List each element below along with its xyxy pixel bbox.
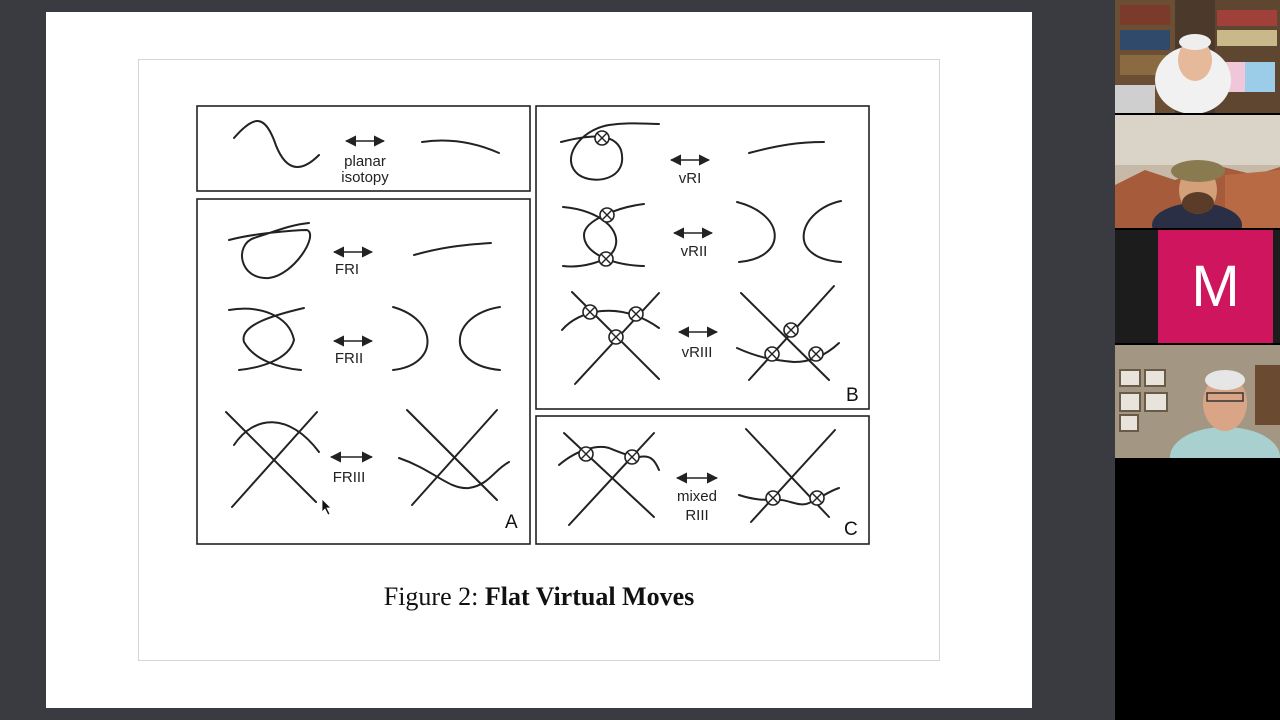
participant-video-tile[interactable] xyxy=(1115,0,1280,113)
vrii-arc-right xyxy=(802,200,842,263)
virtual-crossing-x xyxy=(811,492,823,504)
wiggle-curve xyxy=(233,120,320,168)
mixed-curve xyxy=(558,446,660,471)
frii-curve-2 xyxy=(242,307,305,371)
figure-frame: planar isotopy FRI FRII xyxy=(138,59,940,661)
panel-label-a: A xyxy=(505,512,518,533)
figure-caption: Figure 2: Flat Virtual Moves xyxy=(139,582,939,612)
move-label-planar-1: planar xyxy=(344,153,386,170)
caption-prefix: Figure 2: xyxy=(383,582,479,611)
move-label-vriii: vRIII xyxy=(682,344,713,361)
vri-line xyxy=(748,141,825,154)
frii-curve-1 xyxy=(228,307,296,371)
participant-video-image xyxy=(1115,345,1280,458)
vriii-line-3 xyxy=(740,292,830,381)
vrii-arc-left xyxy=(736,201,776,263)
fri-line xyxy=(413,242,492,256)
virtual-crossing-x xyxy=(766,348,778,360)
move-label-frii: FRII xyxy=(335,350,363,367)
move-label-mixed-2: RIII xyxy=(685,507,708,524)
move-label-vrii: vRII xyxy=(681,243,708,260)
friii-curve-2 xyxy=(398,457,510,490)
move-label-friii: FRIII xyxy=(333,469,366,486)
caption-title: Flat Virtual Moves xyxy=(484,582,695,611)
participant-video-tile[interactable] xyxy=(1115,115,1280,228)
virtual-crossing-x xyxy=(580,448,592,460)
move-label-planar-2: isotopy xyxy=(341,169,389,186)
straight-curve xyxy=(421,139,500,154)
friii-line-4 xyxy=(411,409,498,506)
move-label-fri: FRI xyxy=(335,261,359,278)
virtual-crossing-x xyxy=(785,324,797,336)
participant-initial-avatar: M xyxy=(1158,230,1273,343)
participant-video-image xyxy=(1115,0,1280,113)
friii-line-1 xyxy=(225,411,317,503)
move-label-vri: vRI xyxy=(679,170,702,187)
virtual-crossing-x xyxy=(630,308,642,320)
screen-share-area: planar isotopy FRI FRII xyxy=(0,0,1115,720)
vrii-curve-1 xyxy=(562,206,617,268)
virtual-crossing-x xyxy=(584,306,596,318)
panel-label-b: B xyxy=(846,385,859,406)
panel-b xyxy=(535,105,870,410)
participant-gallery: M xyxy=(1115,0,1280,720)
vriii-curve xyxy=(561,309,660,331)
fri-loop-curve xyxy=(228,222,312,280)
panel-c xyxy=(535,415,870,545)
mixed-line-1 xyxy=(563,432,655,518)
move-label-mixed-1: mixed xyxy=(677,488,717,505)
vri-loop-curve xyxy=(560,122,660,181)
virtual-crossing-x xyxy=(596,132,608,144)
mouse-cursor-icon xyxy=(321,498,332,516)
virtual-crossing-x xyxy=(626,451,638,463)
panel-label-c: C xyxy=(844,519,858,540)
virtual-crossing-x xyxy=(767,492,779,504)
virtual-crossing-x xyxy=(810,348,822,360)
mixed-line-4 xyxy=(750,429,836,523)
participant-avatar-tile[interactable]: M xyxy=(1115,230,1280,343)
virtual-crossing-x xyxy=(600,253,612,265)
vriii-curve-2 xyxy=(736,342,840,364)
friii-line-3 xyxy=(406,409,498,501)
virtual-crossing-x xyxy=(610,331,622,343)
participant-video-image xyxy=(1115,115,1280,228)
panel-planar-isotopy xyxy=(196,105,531,192)
friii-line-2 xyxy=(231,411,318,508)
friii-curve xyxy=(233,421,320,453)
mixed-line-2 xyxy=(568,432,655,526)
panel-a xyxy=(196,198,531,545)
frii-arc-right xyxy=(458,306,501,371)
flat-virtual-moves-figure: planar isotopy FRI FRII xyxy=(196,105,870,545)
slide: planar isotopy FRI FRII xyxy=(46,12,1032,708)
participant-video-tile[interactable] xyxy=(1115,345,1280,458)
frii-arc-left xyxy=(392,306,429,371)
vrii-curve-2 xyxy=(582,203,645,267)
virtual-crossing-x xyxy=(601,209,613,221)
